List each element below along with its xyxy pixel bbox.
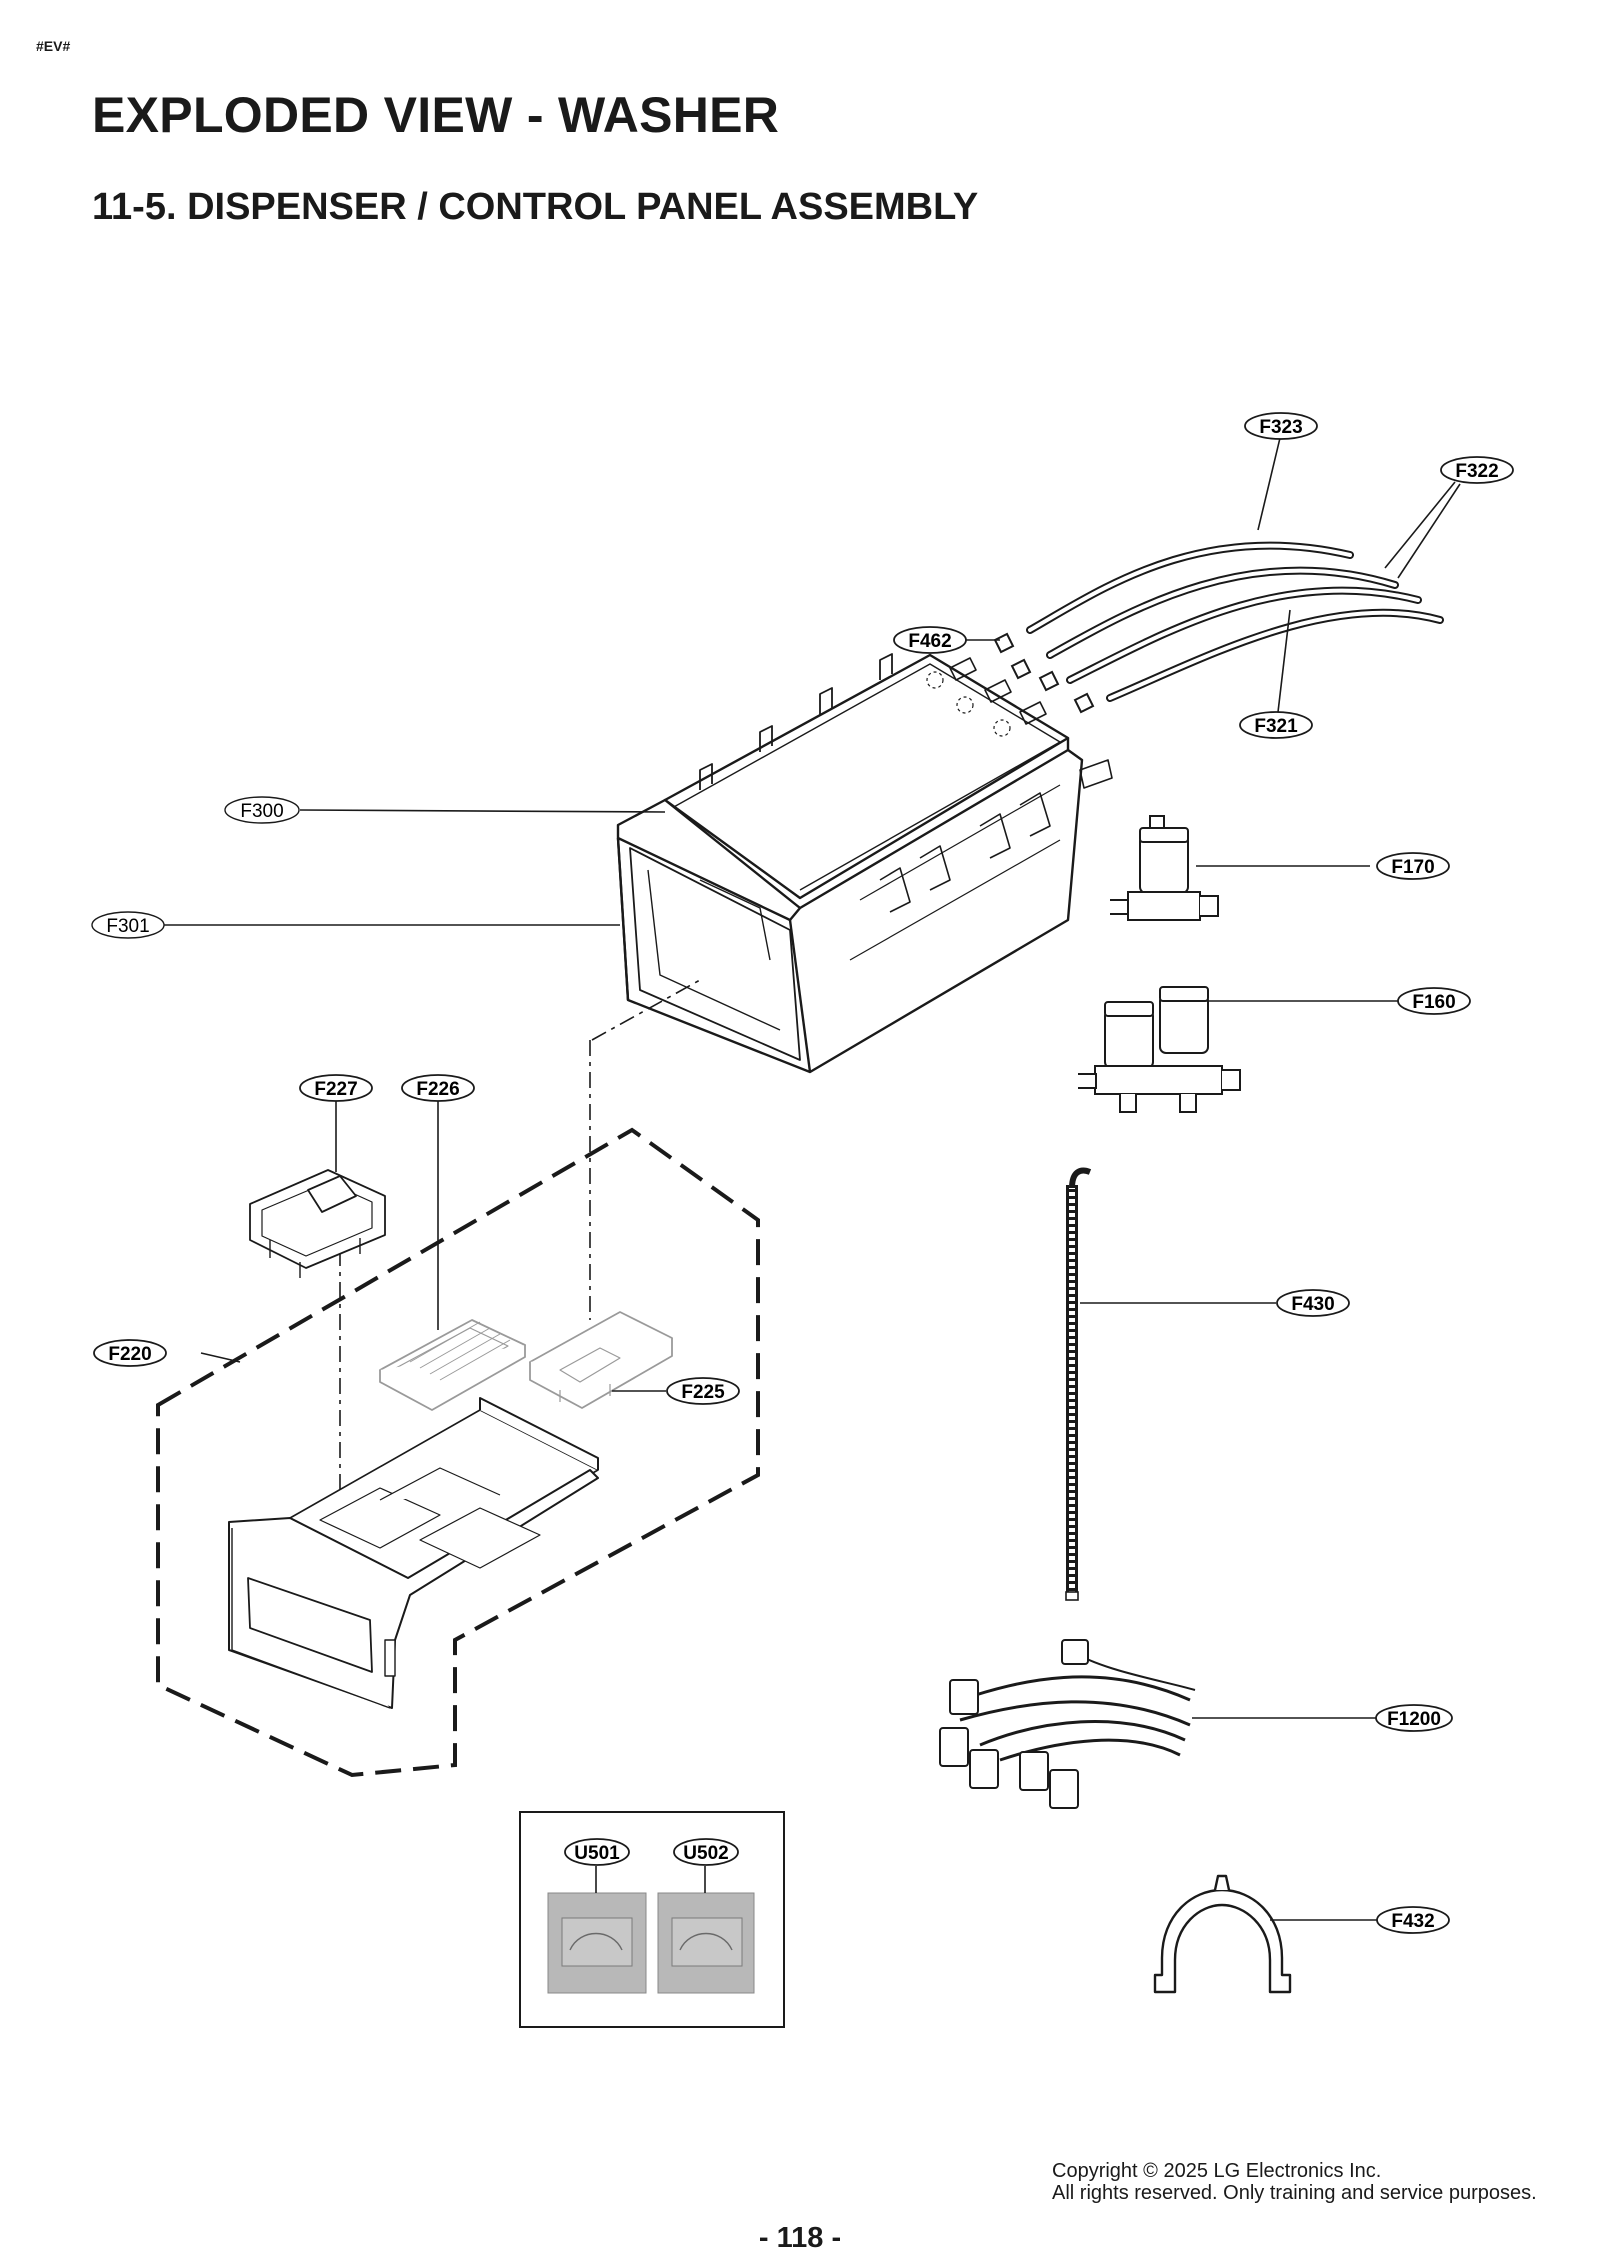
callout-label-U502: U502 [683, 1843, 728, 1864]
callout-F225: F225 [666, 1377, 740, 1405]
page-title: EXPLODED VIEW - WASHER [92, 87, 780, 143]
callout-label-F226: F226 [416, 1079, 459, 1100]
callout-label-F225: F225 [681, 1382, 725, 1403]
hose-guide-drawing [1153, 1874, 1292, 1994]
callout-label-F322: F322 [1455, 461, 1498, 482]
callout-label-F227: F227 [314, 1079, 357, 1100]
callout-U501: U501 [564, 1838, 630, 1866]
explode-guide-lines [339, 979, 701, 1500]
callout-F227: F227 [299, 1074, 373, 1102]
hoses-drawing [993, 541, 1444, 714]
detergent-grid-drawing [379, 1319, 526, 1411]
callout-label-F160: F160 [1412, 992, 1455, 1013]
manuals-box [519, 1811, 785, 2028]
softener-cup-drawing [249, 1169, 386, 1278]
callout-F170: F170 [1376, 852, 1450, 880]
callout-label-F430: F430 [1291, 1294, 1334, 1315]
callout-U502: U502 [673, 1838, 739, 1866]
callout-label-F323: F323 [1259, 417, 1302, 438]
copyright-notice: Copyright © 2025 LG Electronics Inc. All… [1052, 2160, 1537, 2204]
callout-F220: F220 [93, 1339, 167, 1367]
callout-F462: F462 [893, 626, 967, 654]
callout-label-F1200: F1200 [1387, 1709, 1441, 1730]
single-valve-drawing [1110, 815, 1219, 921]
drawer-group-outline [156, 1127, 760, 1778]
document-tag: #EV# [36, 38, 71, 54]
callout-label-F170: F170 [1391, 857, 1434, 878]
callout-label-F321: F321 [1254, 716, 1298, 737]
wire-harness-drawing [939, 1639, 1196, 1809]
callout-F321: F321 [1239, 711, 1313, 739]
callout-F301: F301 [91, 911, 165, 939]
callout-F323: F323 [1244, 412, 1318, 440]
drain-tube-drawing [1065, 1167, 1092, 1601]
section-title: 11-5. DISPENSER / CONTROL PANEL ASSEMBLY [92, 186, 979, 228]
double-valve-drawing [1078, 986, 1241, 1113]
callout-F300: F300 [224, 796, 300, 824]
dispenser-drawer-drawing [228, 1397, 599, 1709]
siphon-cap-drawing [529, 1311, 673, 1409]
copyright-line: Copyright © 2025 LG Electronics Inc. [1052, 2160, 1382, 2182]
callout-label-U501: U501 [574, 1843, 620, 1864]
callout-F226: F226 [401, 1074, 475, 1102]
callout-F1200: F1200 [1375, 1704, 1453, 1732]
callout-label-F220: F220 [108, 1344, 151, 1365]
callout-label-F300: F300 [240, 801, 283, 822]
callout-label-F462: F462 [908, 631, 951, 652]
leader-lines [164, 437, 1461, 1921]
dispenser-housing-drawing [616, 653, 1113, 1074]
callout-label-F432: F432 [1391, 1911, 1434, 1932]
page-number: - 118 - [758, 2222, 842, 2254]
callout-F430: F430 [1276, 1289, 1350, 1317]
callout-F160: F160 [1397, 987, 1471, 1015]
rights-line: All rights reserved. Only training and s… [1052, 2182, 1537, 2204]
callout-F322: F322 [1440, 456, 1514, 484]
callout-F432: F432 [1376, 1906, 1450, 1934]
callout-label-F301: F301 [106, 916, 149, 937]
